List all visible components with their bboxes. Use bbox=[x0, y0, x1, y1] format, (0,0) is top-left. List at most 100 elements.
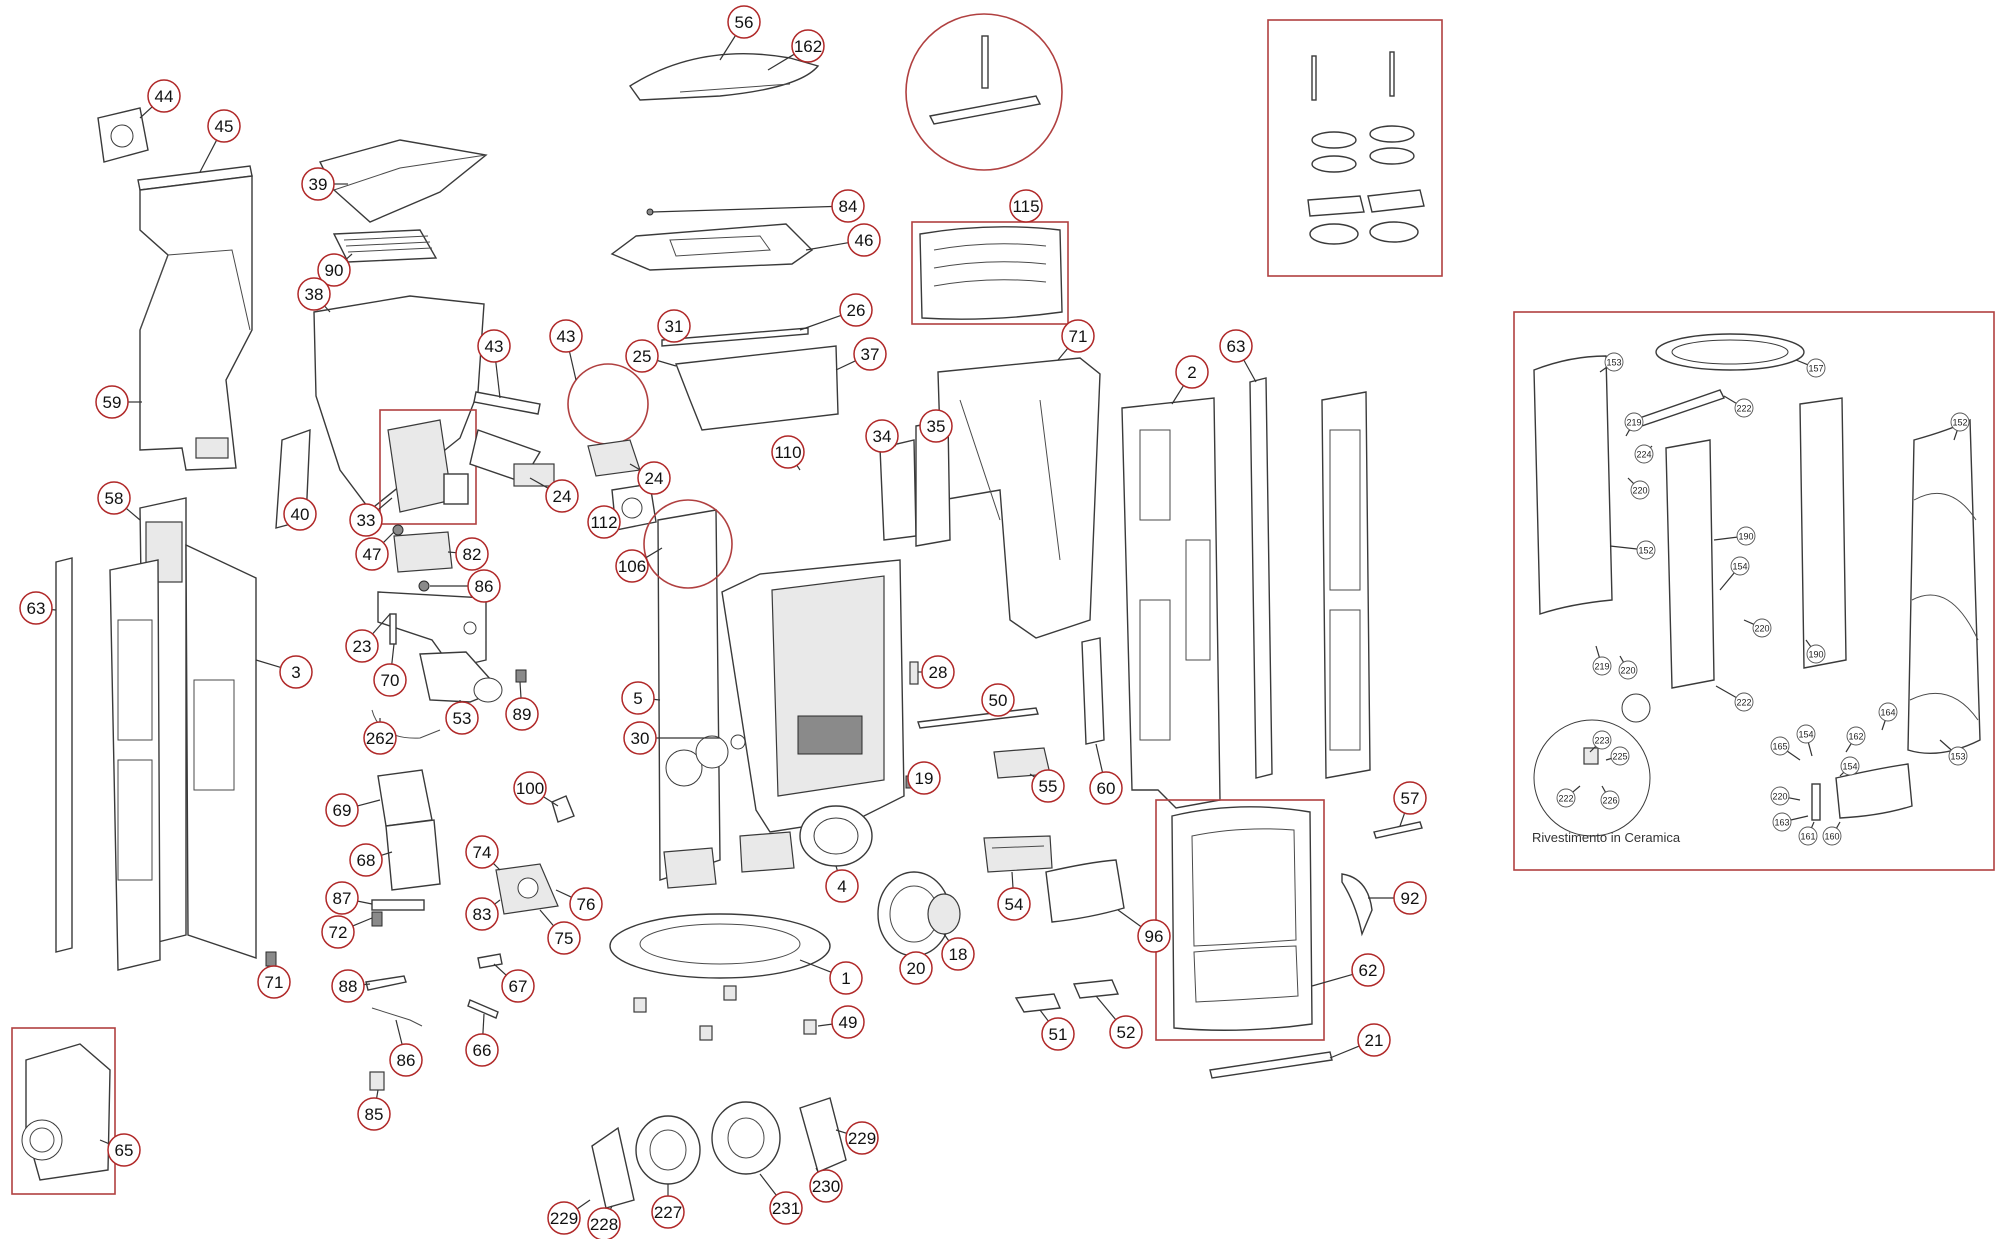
leader-line bbox=[1605, 757, 1612, 761]
leader-line bbox=[372, 613, 391, 635]
callout-number: 262 bbox=[366, 729, 394, 748]
leader-line bbox=[1117, 909, 1142, 928]
leader-line bbox=[391, 643, 395, 665]
callout-ring bbox=[95, 385, 129, 419]
leader-line bbox=[345, 253, 353, 260]
callout-number: 162 bbox=[794, 37, 822, 56]
part-tube-53 bbox=[419, 651, 503, 703]
callout-ring bbox=[1796, 724, 1816, 744]
callout-ring bbox=[1878, 702, 1898, 722]
callout-number: 89 bbox=[513, 705, 532, 724]
callout-i225: 225 bbox=[1605, 746, 1630, 766]
leader-line bbox=[1595, 645, 1600, 658]
callout-number: 190 bbox=[1808, 650, 1823, 660]
detail-frame-burner-parts bbox=[1267, 19, 1443, 277]
leader-line bbox=[1619, 655, 1625, 663]
callout-number: 76 bbox=[577, 895, 596, 914]
callout-number: 31 bbox=[665, 317, 684, 336]
callout-c34: 34 bbox=[865, 419, 899, 453]
callout-ring bbox=[373, 663, 407, 697]
part-bottom-fans bbox=[591, 1097, 847, 1209]
callout-c28: 28 bbox=[918, 655, 955, 689]
leader-line bbox=[1601, 785, 1607, 793]
callout-ring bbox=[107, 1133, 141, 1167]
callout-ring bbox=[1634, 444, 1654, 464]
callout-number: 24 bbox=[645, 469, 664, 488]
callout-c43b: 43 bbox=[549, 319, 583, 381]
leader-line bbox=[835, 1129, 847, 1134]
callout-c96: 96 bbox=[1117, 909, 1171, 953]
callout-ring bbox=[1351, 953, 1385, 987]
callout-c47: 47 bbox=[355, 531, 395, 571]
callout-i163: 163 bbox=[1772, 812, 1809, 832]
leader-line bbox=[1787, 750, 1801, 761]
callout-ring bbox=[1109, 1015, 1143, 1049]
callout-number: 46 bbox=[855, 231, 874, 250]
callout-ring bbox=[1734, 398, 1754, 418]
part-rod-66 bbox=[467, 999, 499, 1019]
callout-i153a: 153 bbox=[1599, 352, 1624, 373]
callout-ring bbox=[325, 881, 359, 915]
callout-ring bbox=[1840, 756, 1860, 776]
leader-line bbox=[357, 900, 373, 905]
callout-i154c: 154 bbox=[1839, 756, 1860, 777]
callout-ring bbox=[657, 309, 691, 343]
callout-number: 74 bbox=[473, 843, 492, 862]
callout-ring bbox=[279, 655, 313, 689]
leader-line bbox=[1715, 685, 1737, 699]
leader-line bbox=[1039, 1009, 1049, 1022]
part-ash-drawer-54 bbox=[983, 835, 1053, 873]
callout-number: 163 bbox=[1774, 818, 1789, 828]
callout-number: 2 bbox=[1187, 363, 1196, 382]
callout-ring bbox=[839, 293, 873, 327]
callout-i154b: 154 bbox=[1796, 724, 1816, 757]
callout-number: 154 bbox=[1798, 730, 1813, 740]
leader-line bbox=[1723, 395, 1737, 404]
callout-i154a: 154 bbox=[1719, 556, 1750, 591]
callout-number: 66 bbox=[473, 1041, 492, 1060]
leader-line bbox=[139, 106, 153, 119]
callout-ring bbox=[505, 697, 539, 731]
part-plate-69 bbox=[377, 769, 433, 827]
part-top-plate-46 bbox=[610, 223, 814, 271]
part-frame-37 bbox=[675, 345, 839, 431]
callout-ring bbox=[825, 869, 859, 903]
part-bar-31 bbox=[661, 327, 809, 347]
callout-ring bbox=[621, 681, 655, 715]
callout-c71b: 71 bbox=[1057, 319, 1095, 361]
callout-c85: 85 bbox=[357, 1089, 391, 1131]
leader-line bbox=[1795, 359, 1808, 366]
callout-c66: 66 bbox=[465, 1013, 499, 1067]
callout-i220a: 220 bbox=[1627, 477, 1650, 500]
callout-c58: 58 bbox=[97, 481, 141, 521]
leader-line bbox=[376, 1089, 379, 1099]
callout-ring bbox=[389, 1043, 423, 1077]
part-top-cover-56 bbox=[628, 53, 820, 101]
leader-line bbox=[495, 361, 501, 399]
part-combustion-body-30 bbox=[721, 559, 905, 833]
callout-c115: 115 bbox=[1009, 189, 1043, 223]
callout-ring bbox=[467, 569, 501, 603]
callout-i220b: 220 bbox=[1743, 618, 1772, 638]
part-clip-28 bbox=[909, 661, 919, 685]
callout-ring bbox=[845, 1121, 879, 1155]
callout-i222c: 222 bbox=[1556, 785, 1581, 808]
leader-line bbox=[1329, 1045, 1360, 1059]
callout-i164: 164 bbox=[1878, 702, 1898, 731]
callout-number: 57 bbox=[1401, 789, 1420, 808]
callout-number: 72 bbox=[329, 923, 348, 942]
leader-line bbox=[815, 1167, 819, 1173]
leader-line bbox=[799, 314, 842, 331]
callout-number: 63 bbox=[1227, 337, 1246, 356]
leader-line bbox=[767, 53, 795, 71]
callout-number: 63 bbox=[27, 599, 46, 618]
callout-number: 86 bbox=[475, 577, 494, 596]
callout-number: 4 bbox=[837, 877, 846, 896]
part-nut-86 bbox=[418, 580, 430, 592]
leader-line bbox=[1839, 771, 1845, 777]
callout-number: 44 bbox=[155, 87, 174, 106]
callout-number: 37 bbox=[861, 345, 880, 364]
part-bracket-43 bbox=[473, 391, 541, 415]
part-bracket-100 bbox=[551, 795, 575, 823]
callout-ring bbox=[357, 1097, 391, 1131]
